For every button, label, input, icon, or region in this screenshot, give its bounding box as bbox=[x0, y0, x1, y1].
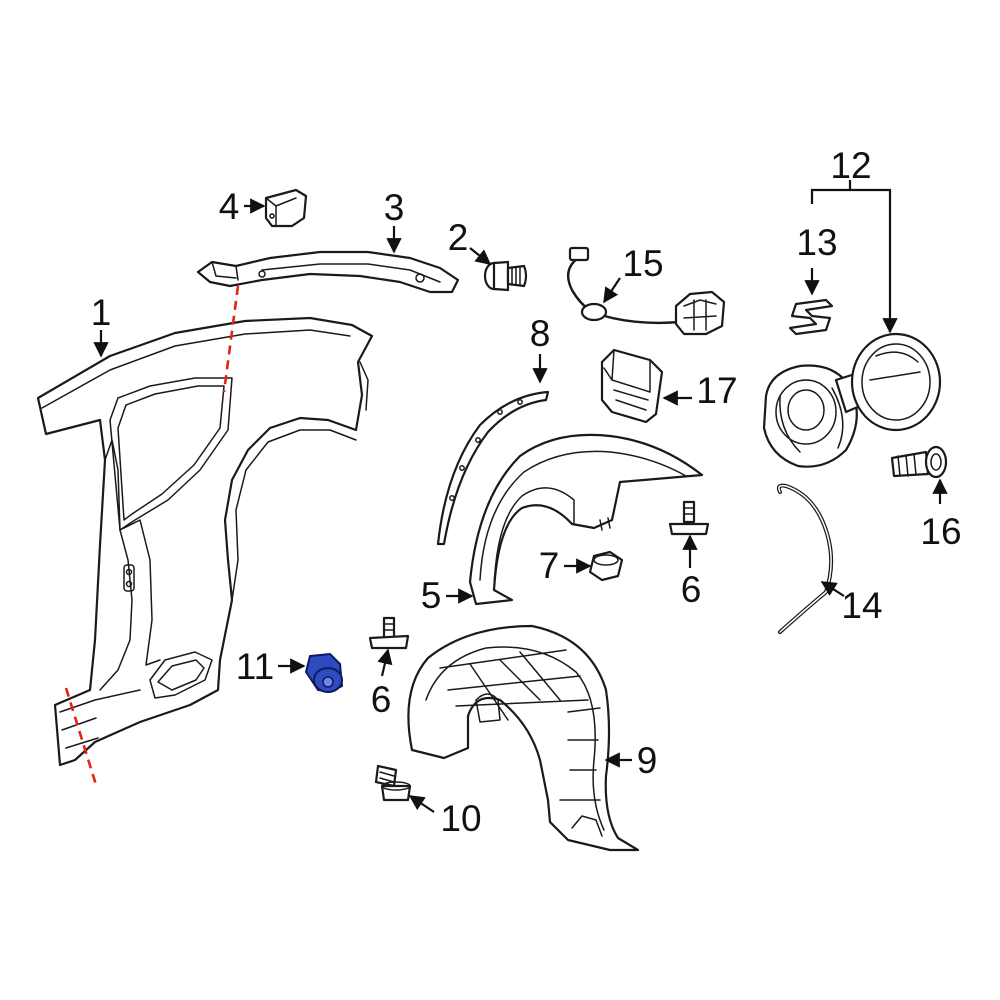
callout-16: 16 bbox=[920, 511, 961, 552]
callout-14: 14 bbox=[841, 585, 882, 626]
leader-10 bbox=[408, 795, 435, 813]
leader-lines bbox=[93, 180, 948, 813]
leader-2 bbox=[469, 247, 492, 265]
wheelhouse-liner-part[interactable] bbox=[407, 624, 640, 852]
callout-12: 12 bbox=[830, 145, 871, 186]
screw-part-10[interactable] bbox=[374, 764, 412, 802]
callout-17: 17 bbox=[696, 370, 737, 411]
callout-labels: 1 2 3 4 5 6 6 7 8 9 10 11 12 13 14 15 16… bbox=[91, 145, 962, 839]
clip-part-11[interactable] bbox=[304, 652, 344, 694]
wire-harness-part[interactable] bbox=[566, 246, 726, 336]
nut-part-7[interactable] bbox=[588, 550, 624, 582]
callout-2: 2 bbox=[448, 217, 469, 258]
callout-10: 10 bbox=[440, 798, 481, 839]
wheelhouse-panel-part[interactable] bbox=[468, 433, 704, 606]
callout-1: 1 bbox=[91, 292, 112, 333]
upper-rail-part[interactable] bbox=[196, 250, 460, 294]
small-bracket-part[interactable] bbox=[264, 188, 308, 228]
callout-13: 13 bbox=[796, 222, 837, 263]
leader-15 bbox=[603, 277, 621, 304]
leader-6-left bbox=[377, 648, 393, 677]
fuel-door-assembly-part[interactable] bbox=[762, 332, 942, 468]
seal-part[interactable] bbox=[776, 483, 834, 634]
cut-line-upper bbox=[222, 285, 240, 393]
callout-4: 4 bbox=[219, 186, 240, 227]
stud-part-6-left[interactable] bbox=[368, 616, 410, 650]
callout-5: 5 bbox=[421, 575, 442, 616]
screw-part-16[interactable] bbox=[890, 445, 948, 479]
callout-15: 15 bbox=[622, 243, 663, 284]
quarter-panel-part[interactable] bbox=[36, 316, 374, 767]
stud-part-6-right[interactable] bbox=[668, 500, 710, 536]
wheel-opening-moulding-part[interactable] bbox=[436, 390, 550, 546]
emblem-part[interactable] bbox=[788, 298, 834, 336]
callout-9: 9 bbox=[637, 740, 658, 781]
cut-line-lower bbox=[64, 687, 99, 789]
callout-3: 3 bbox=[384, 187, 405, 228]
callout-8: 8 bbox=[530, 313, 551, 354]
callout-7: 7 bbox=[539, 545, 560, 586]
callout-11: 11 bbox=[236, 646, 274, 687]
callout-6-left: 6 bbox=[371, 679, 392, 720]
leader-14 bbox=[820, 581, 845, 597]
fuel-door-actuator-part[interactable] bbox=[600, 348, 664, 424]
bolt-part-2[interactable] bbox=[483, 260, 528, 292]
callout-6-right: 6 bbox=[681, 569, 702, 610]
